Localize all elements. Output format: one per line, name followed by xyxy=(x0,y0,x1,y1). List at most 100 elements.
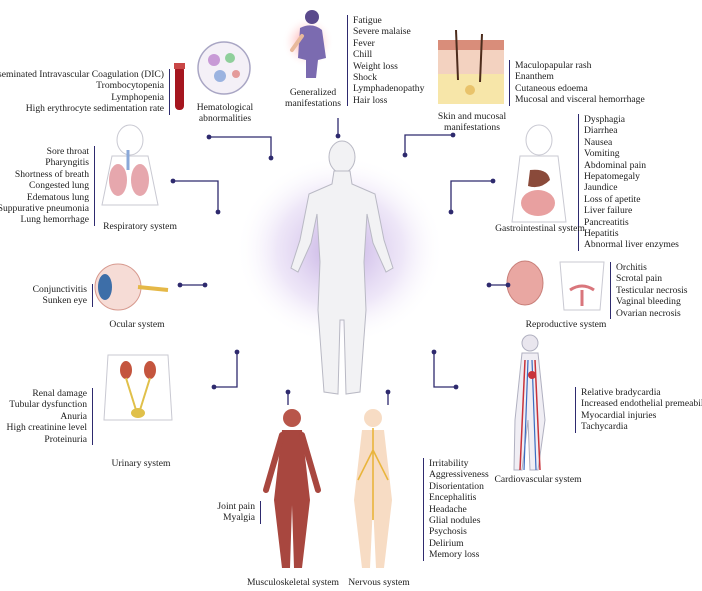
hematological-abnormalities-title: Hematological abnormalities xyxy=(180,102,270,124)
list-item: Sore throat xyxy=(46,146,89,157)
list-item: Aggressiveness xyxy=(429,469,489,481)
list-item: Pharyngitis xyxy=(45,157,89,169)
list-item: Enanthem xyxy=(515,71,554,83)
list-item: Conjunctivitis xyxy=(32,284,87,295)
kidneys-illustration xyxy=(103,354,173,421)
list-item: Congested lung xyxy=(29,180,89,192)
list-item: Dysphagia xyxy=(584,114,626,125)
list-item: Joint pain xyxy=(217,501,255,512)
human-body-figure xyxy=(290,140,394,395)
reproductive-organs-illustration xyxy=(506,260,605,311)
list-item: Ovarian necrosis xyxy=(616,307,681,319)
muscle-skeleton-illustration xyxy=(263,409,321,568)
list-item: Weight loss xyxy=(353,60,398,72)
list-item: Hepatomegaly xyxy=(584,171,640,183)
list-item: High erythrocyte sedimentation rate xyxy=(25,103,164,115)
list-item: Vomiting xyxy=(584,148,620,160)
connector-lines xyxy=(173,118,508,405)
title-line: Skin and mucosal xyxy=(437,111,507,122)
generalized-manifestations-title: Generalized manifestations xyxy=(278,87,348,109)
eye-illustration xyxy=(94,263,169,311)
list-item: Disorientation xyxy=(429,480,484,492)
nervous-system-title: Nervous system xyxy=(348,577,410,588)
list-item: Nausea xyxy=(584,136,613,148)
circulatory-system-illustration xyxy=(513,334,546,471)
fever-person-illustration xyxy=(282,10,334,78)
list-item: Testicular necrosis xyxy=(616,284,688,296)
digestive-system-illustration xyxy=(511,124,567,223)
connector-dots xyxy=(170,132,511,395)
list-item: Lymphadenopathy xyxy=(353,83,425,95)
skin-mucosal-title: Skin and mucosal manifestations xyxy=(430,111,514,133)
lungs-illustration xyxy=(101,124,159,206)
list-item: Memory loss xyxy=(429,549,480,561)
reproductive-system-title: Reproductive system xyxy=(525,319,607,330)
list-item: Trombocytopenia xyxy=(96,80,164,92)
list-item: Abnormal liver enzymes xyxy=(584,239,679,251)
list-item: Proteinuria xyxy=(44,433,87,445)
title-line: Generalized xyxy=(289,87,337,98)
title-line: manifestations xyxy=(444,122,500,133)
list-item: Myocardial injuries xyxy=(581,409,657,421)
list-item: Scrotal pain xyxy=(616,273,663,285)
list-item: Loss of apetite xyxy=(584,193,641,205)
list-item: Diarrhea xyxy=(584,125,618,137)
list-item: Maculopapular rash xyxy=(515,60,592,71)
list-item: Vaginal bleeding xyxy=(616,296,681,308)
list-item: Shortness of breath xyxy=(14,168,89,180)
list-item: Relative bradycardia xyxy=(581,387,661,398)
list-item: Hepatitis xyxy=(584,228,619,240)
list-item: Severe malaise xyxy=(353,26,411,38)
list-item: Suppurative pneumonia xyxy=(0,203,89,215)
nervous-system-illustration xyxy=(354,409,392,568)
list-item: Delirium xyxy=(429,537,464,549)
list-item: Lung hemorrhage xyxy=(20,214,89,226)
list-item: Cutaneous edoema xyxy=(515,82,588,94)
list-item: Hair loss xyxy=(353,94,388,106)
list-item: Chill xyxy=(353,49,373,61)
list-item: Sunken eye xyxy=(42,295,88,307)
list-item: Glial nodules xyxy=(429,515,481,527)
title-line: manifestations xyxy=(285,98,341,109)
list-item: Fatigue xyxy=(353,15,382,26)
list-item: Jaundice xyxy=(584,182,618,194)
list-item: Tubular dysfunction xyxy=(9,399,87,411)
cardiovascular-system-title: Cardiovascular system xyxy=(494,474,582,485)
list-item: Myalgia xyxy=(223,512,255,524)
blood-cells-illustration xyxy=(174,41,251,110)
list-item: Orchitis xyxy=(616,262,647,273)
title-line: abnormalities xyxy=(198,113,252,124)
list-item: Renal damage xyxy=(32,388,87,399)
list-item: Irritability xyxy=(429,458,469,469)
list-item: Shock xyxy=(353,72,377,84)
list-item: Anuria xyxy=(60,410,87,422)
list-item: Headache xyxy=(429,503,467,515)
list-item: Lymphopenia xyxy=(111,91,164,103)
respiratory-system-title: Respiratory system xyxy=(103,221,177,232)
list-item: High creatinine level xyxy=(6,422,87,434)
urinary-system-title: Urinary system xyxy=(111,458,171,469)
list-item: Abdominal pain xyxy=(584,159,647,171)
list-item: Tachycardia xyxy=(581,421,628,433)
list-item: Pancreatitis xyxy=(584,216,629,228)
title-line: Hematological xyxy=(196,102,254,113)
list-item: Increased endothelial premeability xyxy=(581,398,702,410)
list-item: Fever xyxy=(353,37,375,49)
list-item: Disseminated Intravascular Coagulation (… xyxy=(0,69,164,80)
list-item: Encephalitis xyxy=(429,492,477,504)
list-item: Liver failure xyxy=(584,205,633,217)
skin-cross-section-illustration xyxy=(438,29,504,104)
list-item: Edematous lung xyxy=(26,191,89,203)
